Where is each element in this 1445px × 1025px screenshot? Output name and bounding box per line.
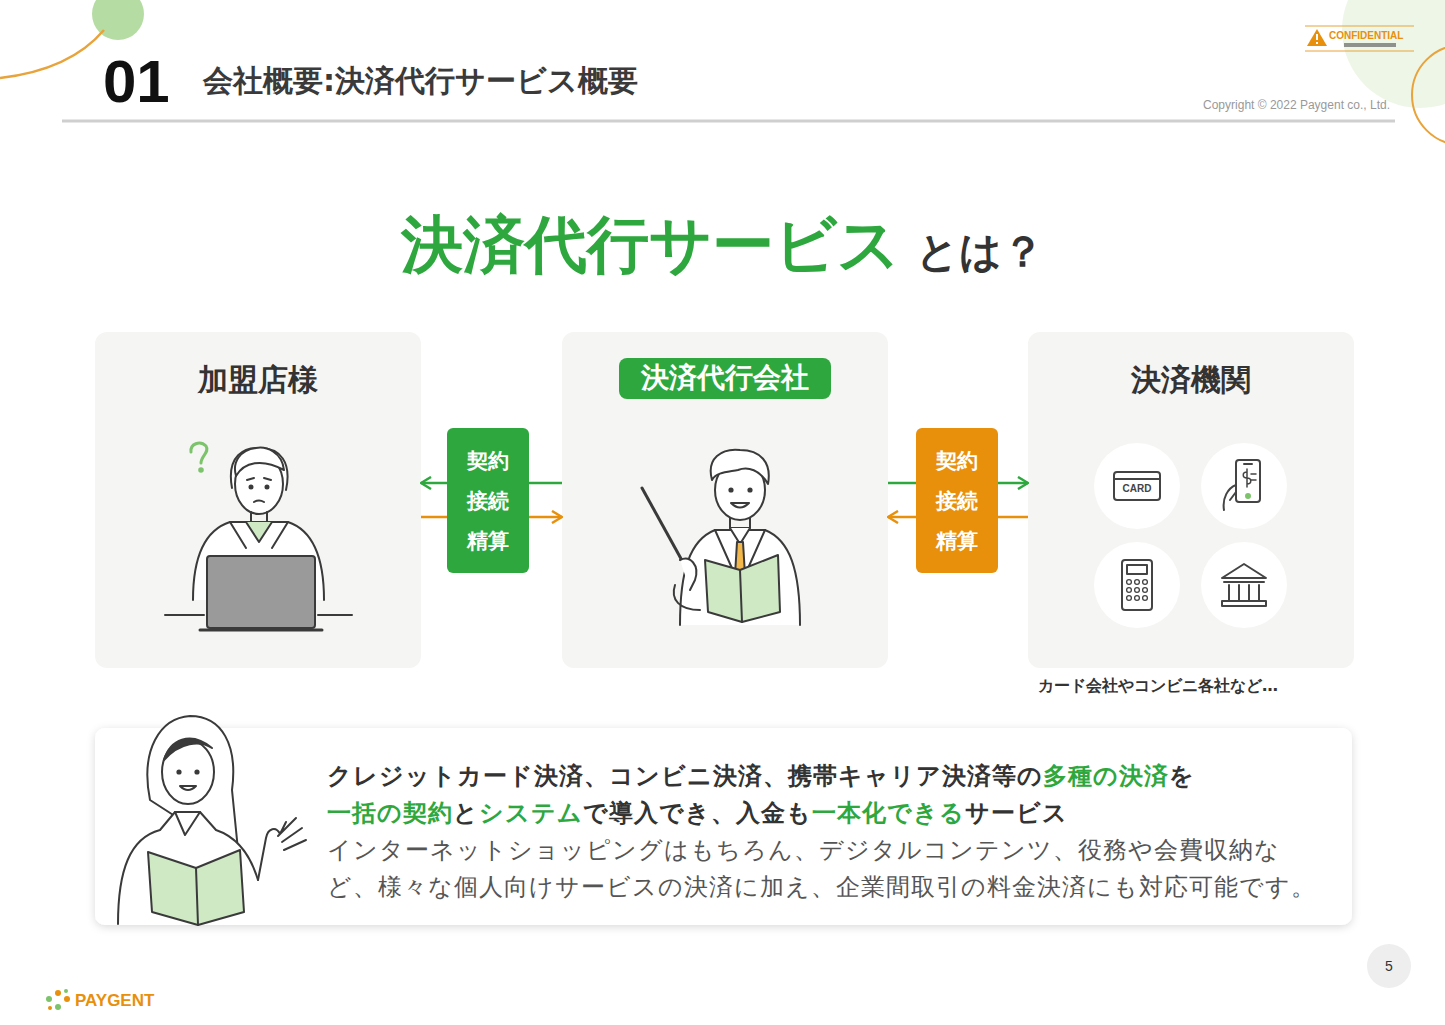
slide-title: 会社概要:決済代行サービス概要: [203, 66, 638, 96]
deco-circle: [1342, 0, 1445, 108]
highlight-text: 多種の決済: [1043, 762, 1169, 790]
party-panel: 決済代行会社: [562, 332, 888, 668]
callout-lead: クレジットカード決済、コンビニ決済、携帯キャリア決済等の多種の決済を一括の契約と…: [327, 758, 1327, 832]
highlight-text: 一括の契約: [327, 799, 453, 827]
lead-text: クレジットカード決済、コンビニ決済、携帯キャリア決済等の: [327, 762, 1043, 790]
copyright-note: Copyright © 2022 Paygent co., Ltd.: [1203, 99, 1390, 111]
panel-note: カード会社やコンビニ各社など…: [1038, 678, 1278, 694]
lead-text: を: [1169, 762, 1195, 790]
header-rule: [62, 120, 1395, 123]
deco-arc: [0, 30, 104, 78]
process-step: 契約: [467, 441, 509, 481]
card-icon: [1114, 472, 1160, 500]
guide-figure: [118, 716, 306, 925]
key-dot: [1135, 588, 1140, 593]
key-dot: [1143, 588, 1148, 593]
process-tag: 契約接続精算: [916, 428, 998, 573]
party-panel: 加盟店様: [95, 332, 421, 668]
confidential-mark: CONFIDENTIAL: [1329, 31, 1403, 41]
callout-body: クレジットカード決済、コンビニ決済、携帯キャリア決済等の多種の決済を一括の契約と…: [327, 758, 1327, 906]
key-dot: [1143, 596, 1148, 601]
brand-logo: PAYGENT: [75, 992, 154, 1009]
lead-text: で導入でき、入金も: [583, 799, 812, 827]
panel-ground: [95, 332, 421, 668]
card-label: CARD: [1123, 484, 1152, 494]
panel-ground: [562, 332, 888, 668]
page-number-ground: [1367, 944, 1411, 988]
key-dot: [1135, 580, 1140, 585]
lead-text: と: [453, 799, 479, 827]
panel-ground: [1028, 332, 1354, 668]
bank-icon: [1222, 564, 1266, 606]
logo-mark: [46, 989, 70, 1010]
process-step: 契約: [936, 441, 978, 481]
warning-icon: [1305, 26, 1414, 51]
party-heading: 加盟店様: [198, 362, 318, 398]
section-number: 01: [103, 52, 170, 112]
callout-body-text: インターネットショッピングはもちろん、デジタルコンテンツ、役務や会費収納など、様…: [327, 832, 1317, 906]
process-tag: 契約接続精算: [447, 428, 529, 573]
process-step: 精算: [936, 521, 978, 561]
page-number: 5: [1385, 959, 1393, 973]
party-heading: 決済機関: [1131, 362, 1251, 398]
process-step: 接続: [936, 481, 978, 521]
key-dot: [1135, 596, 1140, 601]
key-dot: [1127, 596, 1132, 601]
callout-box: クレジットカード決済、コンビニ決済、携帯キャリア決済等の多種の決済を一括の契約と…: [95, 728, 1352, 925]
agent-figure: [642, 450, 800, 625]
register-icon: [1122, 560, 1152, 610]
key-dot: [1127, 588, 1132, 593]
merchant-figure: [165, 443, 352, 630]
lead-text: サービス: [965, 799, 1068, 827]
party-panel: 決済機関: [1028, 332, 1354, 668]
main-heading: 決済代行サービス: [401, 214, 900, 276]
phone-icon: [1224, 460, 1260, 510]
highlight-text: 一本化できる: [812, 799, 965, 827]
key-dot: [1127, 580, 1132, 585]
callout-ground: [95, 728, 1352, 925]
icon-circles: [1094, 443, 1287, 628]
process-step: 精算: [467, 521, 509, 561]
role-heading: 決済代行会社: [619, 358, 831, 399]
highlight-text: システム: [479, 799, 583, 827]
main-heading-suffix: とは？: [916, 231, 1044, 273]
key-dot: [1143, 580, 1148, 585]
deco-arc: [1412, 45, 1445, 145]
process-step: 接続: [467, 481, 509, 521]
